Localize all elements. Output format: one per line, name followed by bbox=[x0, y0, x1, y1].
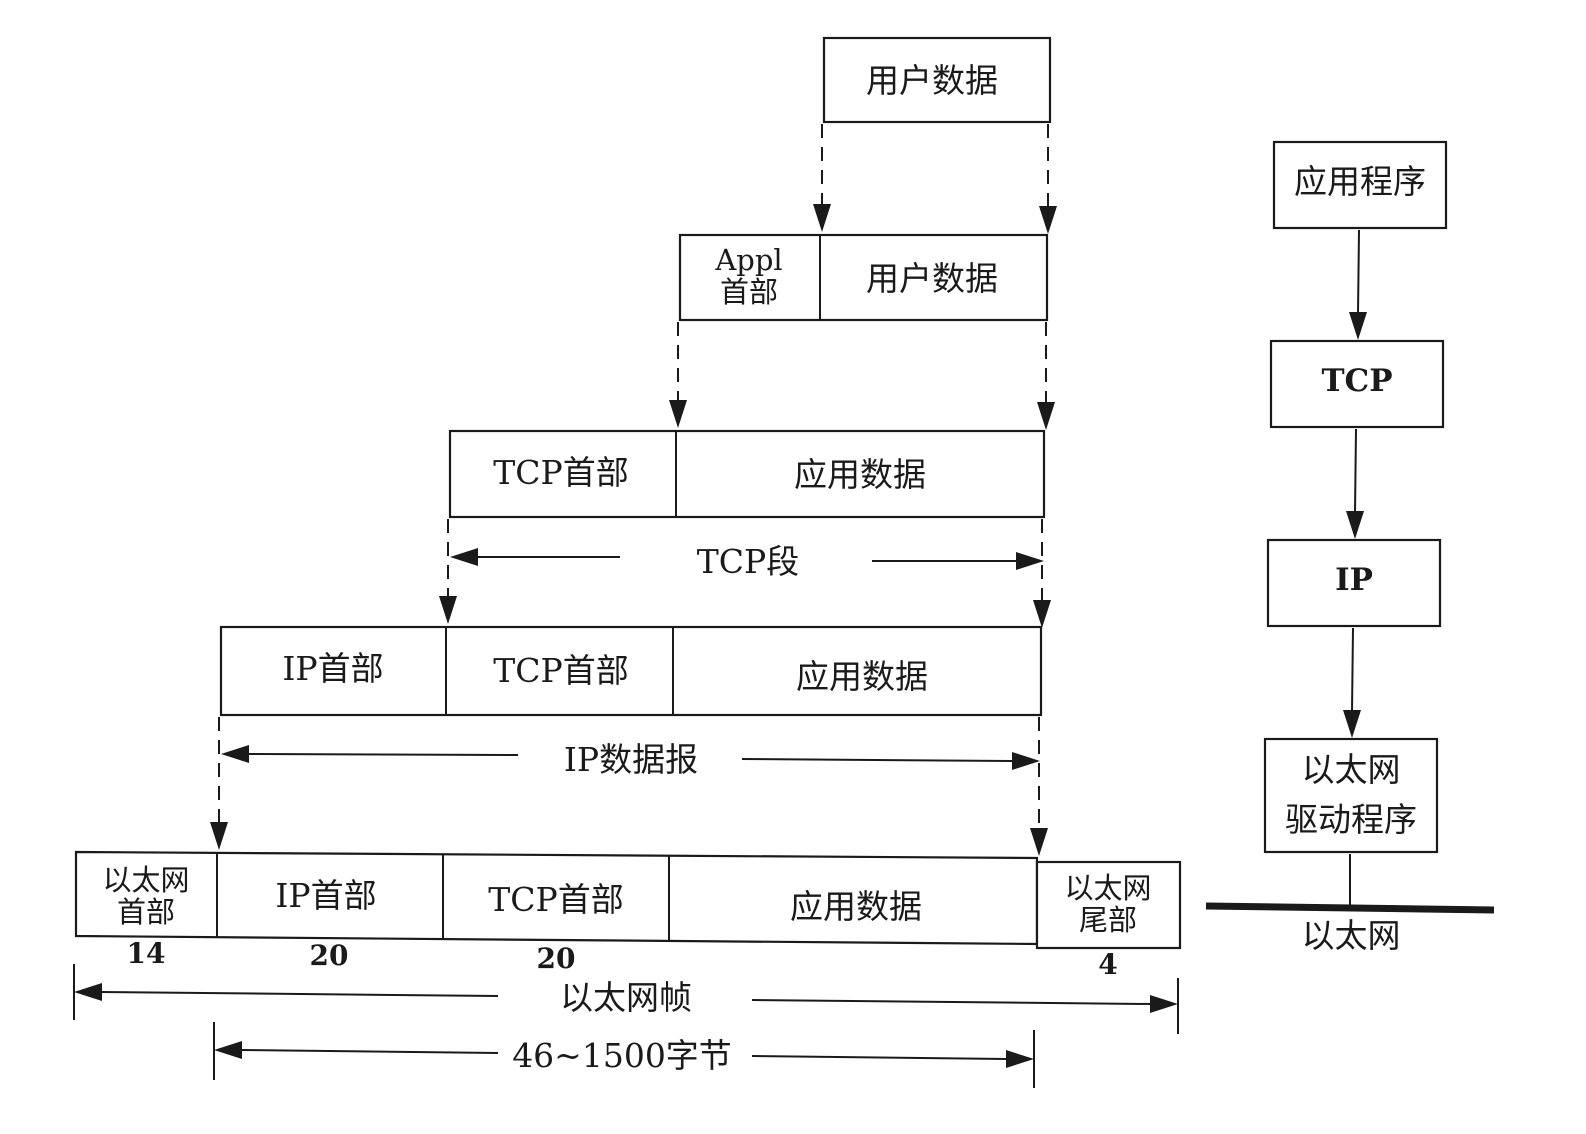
stack-connector bbox=[1354, 428, 1357, 514]
app-data-label: 应用数据 bbox=[794, 455, 926, 494]
arrow-head bbox=[1030, 828, 1048, 856]
arrows-ip-to-ethernet bbox=[210, 717, 1048, 856]
protocol-stack: 应用程序 TCP IP 以太网 驱动程序 以太网 bbox=[1205, 140, 1495, 955]
arrow-head bbox=[1006, 1050, 1034, 1068]
arrow-head bbox=[210, 822, 228, 850]
stack-tcp-box bbox=[1269, 339, 1445, 429]
arrows-appl-to-tcp bbox=[669, 322, 1055, 430]
arrow-head bbox=[221, 745, 249, 763]
stack-ip-box bbox=[1266, 538, 1442, 628]
size-eth-trailer: 4 bbox=[1098, 948, 1117, 981]
app-data-label: 应用数据 bbox=[790, 887, 922, 926]
user-data-label: 用户数据 bbox=[866, 61, 998, 100]
user-data-box bbox=[822, 36, 1052, 124]
eth-trailer-line2: 尾部 bbox=[1079, 903, 1137, 937]
appl-header-line1: Appl bbox=[714, 243, 782, 277]
ethernet-frame-label: 以太网帧 bbox=[560, 978, 692, 1017]
span-line bbox=[246, 753, 519, 756]
arrow-head bbox=[1343, 710, 1361, 738]
ip-datagram-span: IP数据报 bbox=[221, 740, 1040, 779]
ethernet-bus-line bbox=[1205, 902, 1495, 914]
stack-application-label: 应用程序 bbox=[1294, 162, 1426, 201]
payload-range-span: 46~1500字节 bbox=[213, 1022, 1035, 1088]
eth-trailer-line1: 以太网 bbox=[1064, 871, 1151, 905]
stack-ip-label: IP bbox=[1335, 562, 1373, 598]
arrow-head bbox=[1012, 752, 1040, 770]
stack-driver-line2: 驱动程序 bbox=[1285, 800, 1417, 839]
arrow-head bbox=[439, 596, 457, 624]
arrow-head bbox=[450, 548, 478, 566]
ethernet-trailer-box bbox=[1035, 860, 1182, 950]
stack-connector bbox=[1351, 627, 1354, 713]
eth-header-line1: 以太网 bbox=[102, 863, 189, 897]
stack-network-label: 以太网 bbox=[1302, 916, 1401, 955]
arrow-head bbox=[1039, 206, 1057, 234]
arrow-head bbox=[1033, 600, 1051, 628]
stack-driver-box bbox=[1263, 737, 1439, 854]
payload-range-label: 46~1500字节 bbox=[512, 1036, 732, 1075]
arrow-head bbox=[1016, 552, 1044, 570]
arrow-head bbox=[1346, 511, 1364, 539]
stack-driver-line1: 以太网 bbox=[1302, 750, 1401, 789]
stack-tcp-label: TCP bbox=[1321, 363, 1392, 399]
row-user-data: 用户数据 bbox=[822, 36, 1052, 124]
ip-datagram-label: IP数据报 bbox=[564, 740, 698, 779]
span-line bbox=[239, 1049, 499, 1054]
arrow-head bbox=[813, 204, 831, 232]
arrow-head bbox=[214, 1041, 242, 1059]
row-ethernet-frame: 以太网 首部 IP首部 TCP首部 应用数据 以太网 尾部 bbox=[74, 850, 1182, 950]
size-tcp-header: 20 bbox=[537, 942, 576, 975]
tcp-header-label: TCP首部 bbox=[493, 651, 628, 690]
arrows-tcp-to-ip bbox=[439, 519, 1051, 628]
ip-header-label: IP首部 bbox=[282, 649, 383, 688]
span-line bbox=[751, 999, 1151, 1005]
span-line bbox=[99, 991, 499, 997]
eth-header-line2: 首部 bbox=[117, 895, 175, 929]
row-appl: Appl 首部 用户数据 bbox=[678, 233, 1049, 322]
row-tcp: TCP首部 应用数据 bbox=[448, 429, 1046, 519]
tcp-row-box bbox=[448, 429, 1046, 519]
tcp-header-label: TCP首部 bbox=[488, 880, 623, 919]
appl-row-box bbox=[678, 233, 1049, 322]
arrow-head bbox=[1349, 312, 1367, 340]
arrows-user-to-appl bbox=[813, 124, 1057, 234]
tcp-segment-span: TCP段 bbox=[450, 542, 1044, 581]
arrow-head bbox=[74, 983, 102, 1001]
tcp-header-label: TCP首部 bbox=[493, 453, 628, 492]
arrow-head bbox=[1150, 995, 1178, 1013]
field-sizes: 14 20 20 4 bbox=[127, 937, 1118, 981]
span-line bbox=[751, 1055, 1007, 1060]
tcp-segment-label: TCP段 bbox=[697, 542, 799, 581]
size-ip-header: 20 bbox=[310, 939, 349, 972]
appl-header-line2: 首部 bbox=[720, 275, 778, 309]
row-ip: IP首部 TCP首部 应用数据 bbox=[219, 625, 1043, 717]
stack-connector bbox=[1357, 229, 1360, 315]
user-data-label: 用户数据 bbox=[866, 259, 998, 298]
ip-header-label: IP首部 bbox=[275, 876, 376, 915]
ethernet-frame-span: 以太网帧 bbox=[73, 964, 1179, 1034]
stack-application-box bbox=[1272, 140, 1448, 230]
arrow-head bbox=[1037, 402, 1055, 430]
arrow-head bbox=[669, 400, 687, 428]
app-data-label: 应用数据 bbox=[796, 657, 928, 696]
size-eth-header: 14 bbox=[127, 937, 166, 970]
span-line bbox=[741, 758, 1013, 762]
ip-row-box bbox=[219, 625, 1043, 717]
